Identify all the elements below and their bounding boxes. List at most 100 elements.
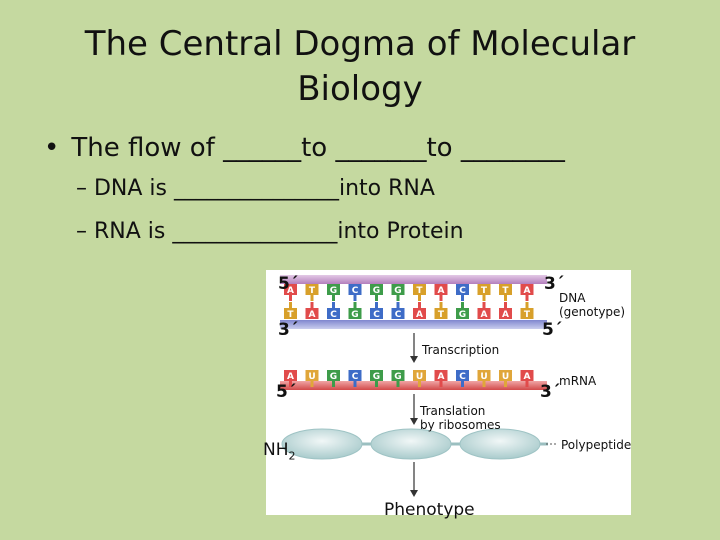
dna-top-base-tick: [439, 295, 443, 301]
dna-bottom-base-tick: [310, 302, 314, 308]
dna-top-base-letter: G: [373, 286, 380, 296]
mrna-base-tick: [310, 381, 314, 387]
amino-acid-blob: [370, 428, 452, 460]
dna-top-base-tile: [413, 284, 426, 295]
dna-top-base-tick: [396, 295, 400, 301]
dna-bottom-base-letter: T: [287, 310, 294, 320]
dna-top-base-tick: [289, 295, 292, 301]
dna-bottom-base-letter: G: [351, 310, 358, 320]
dna-bottom-base-tile: [477, 308, 491, 319]
dna-bottom-base-tick: [461, 302, 464, 308]
dna-bottom-base-tick: [504, 302, 507, 308]
title-line-2: Biology: [297, 69, 423, 109]
phenotype-arrowhead: [410, 490, 418, 497]
mrna-base-tick: [504, 381, 507, 387]
transcription-arrowhead: [410, 356, 418, 363]
translation-line-1: Translation: [420, 404, 486, 418]
sub-bullet-rna: – RNA is _______________into Protein: [76, 219, 464, 244]
mrna-base-letter: U: [416, 372, 423, 382]
dna-top-base-letter: C: [459, 286, 466, 296]
dna-bottom-base-tile: [327, 308, 340, 319]
dna-top-base-letter: A: [438, 286, 445, 296]
bullet-text: The flow of ______to _______to ________: [71, 133, 565, 163]
title-line-1: The Central Dogma of Molecular: [84, 24, 636, 64]
dna-top-base-tick: [332, 295, 335, 301]
mrna-base-tile: [370, 370, 383, 381]
mrna-base-letter: A: [287, 372, 294, 382]
dna-top-base-tile: [434, 284, 448, 295]
dna-top-base-letter: A: [524, 286, 531, 296]
mrna-base-letter: U: [502, 372, 509, 382]
mrna-base-letter: A: [524, 372, 531, 382]
dna-top-base-tile: [284, 284, 297, 295]
mrna-base-tick: [461, 381, 464, 387]
mrna-base-tick: [289, 381, 292, 387]
dna-top-base-tick: [461, 295, 464, 301]
dna-top-base-letter: T: [309, 286, 316, 296]
mrna-base-tick: [375, 381, 378, 387]
dna-bottom-base-tick: [525, 302, 529, 308]
dna-top-base-tile: [370, 284, 383, 295]
dna-bottom-base-tile: [413, 308, 426, 319]
dna-top-base-letter: C: [352, 286, 359, 296]
dna-top-base-letter: G: [330, 286, 337, 296]
dna-top-base-tick: [418, 295, 421, 301]
mrna-base-tick: [439, 381, 443, 387]
mrna-base-tile: [327, 370, 340, 381]
polypeptide-label: Polypeptide: [561, 438, 632, 452]
mrna-base-tile: [456, 370, 469, 381]
dna-bottom-5prime: 5´: [542, 320, 563, 340]
dna-top-base-tick: [353, 295, 357, 301]
mrna-base-tile: [499, 370, 512, 381]
sub-bullet-dna: – DNA is _______________into RNA: [76, 176, 435, 201]
mrna-base-tick: [332, 381, 335, 387]
mrna-strand: [280, 381, 547, 390]
mrna-base-tile: [477, 370, 491, 381]
dna-bottom-base-tile: [305, 308, 319, 319]
translation-label: Translation by ribosomes: [420, 404, 501, 432]
translation-line-2: by ribosomes: [420, 418, 501, 432]
mrna-base-letter: G: [394, 372, 401, 382]
dna-label-line-1: DNA: [559, 291, 586, 305]
dna-bottom-base-tile: [348, 308, 362, 319]
mrna-base-letter: C: [459, 372, 466, 382]
mrna-base-tick: [482, 381, 486, 387]
mrna-base-tile: [520, 370, 534, 381]
dna-top-base-letter: T: [481, 286, 488, 296]
dna-bottom-base-tick: [375, 302, 378, 308]
dna-bottom-base-tick: [289, 302, 292, 308]
dna-bottom-base-tick: [396, 302, 400, 308]
nh2-terminus: NH2: [263, 440, 296, 462]
translation-arrowhead: [410, 418, 418, 425]
dna-bottom-base-letter: T: [438, 310, 445, 320]
mrna-base-tile: [305, 370, 319, 381]
mrna-base-tick: [353, 381, 357, 387]
dna-top-base-tick: [375, 295, 378, 301]
dna-bottom-base-tile: [456, 308, 469, 319]
dna-top-base-tile: [520, 284, 534, 295]
dna-top-3prime: 3´: [544, 274, 565, 294]
dna-top-base-tile: [391, 284, 405, 295]
dna-bottom-base-letter: C: [373, 310, 380, 320]
slide-title: The Central Dogma of Molecular Biology: [40, 22, 680, 112]
dna-top-base-tick: [525, 295, 529, 301]
dna-bottom-3prime: 3´: [278, 320, 299, 340]
dna-top-base-tile: [348, 284, 362, 295]
mrna-base-letter: G: [330, 372, 337, 382]
mrna-base-letter: A: [438, 372, 445, 382]
mrna-base-tile: [413, 370, 426, 381]
dna-top-base-tick: [310, 295, 314, 301]
mrna-base-tile: [434, 370, 448, 381]
dna-bottom-base-letter: A: [309, 310, 316, 320]
dna-bottom-base-letter: A: [502, 310, 509, 320]
nh2-subscript: 2: [288, 449, 296, 463]
mrna-base-letter: U: [480, 372, 487, 382]
mrna-base-tile: [348, 370, 362, 381]
mrna-base-tile: [284, 370, 297, 381]
dna-bottom-base-letter: A: [481, 310, 488, 320]
